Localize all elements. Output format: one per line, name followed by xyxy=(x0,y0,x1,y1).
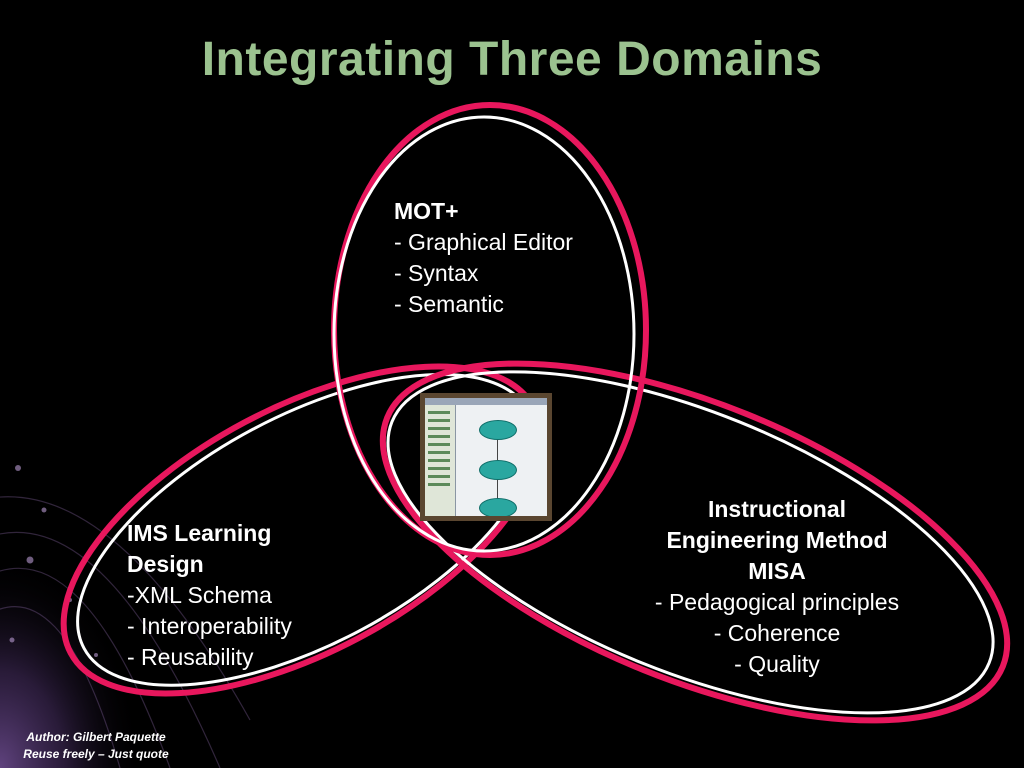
footer-license: Reuse freely – Just quote xyxy=(23,747,169,761)
mot-item: - Semantic xyxy=(394,291,504,317)
misa-ellipse xyxy=(379,360,1011,724)
misa-heading-line: Engineering Method xyxy=(666,527,888,553)
misa-item: - Pedagogical principles xyxy=(654,589,900,615)
misa-heading-line: MISA xyxy=(748,558,806,584)
editor-screenshot-thumbnail xyxy=(420,393,552,521)
editor-screen xyxy=(425,398,547,516)
diagram-node xyxy=(479,460,517,480)
mot-ellipse xyxy=(331,102,649,558)
slide-title: Integrating Three Domains xyxy=(201,33,823,86)
ims-text-block: IMS Learning Design -XML Schema - Intero… xyxy=(127,518,367,673)
slide-footer: Author: Gilbert Paquette Reuse freely – … xyxy=(6,729,186,763)
ims-item: - Reusability xyxy=(127,644,254,670)
misa-item: - Coherence xyxy=(713,620,841,646)
footer-author: Author: Gilbert Paquette xyxy=(26,730,166,744)
misa-text-block: Instructional Engineering Method MISA - … xyxy=(612,494,942,680)
mot-text-block: MOT+ - Graphical Editor - Syntax - Seman… xyxy=(394,196,624,320)
ims-heading-line: IMS Learning xyxy=(127,520,272,546)
ims-item: - Interoperability xyxy=(127,613,292,639)
diagram-node xyxy=(479,420,517,440)
misa-item: - Quality xyxy=(734,651,820,677)
ims-item: -XML Schema xyxy=(127,582,272,608)
diagram-node xyxy=(479,498,517,516)
ims-heading-line: Design xyxy=(127,551,204,577)
editor-toolbar xyxy=(425,398,547,405)
editor-tree-panel xyxy=(425,405,456,516)
mot-heading: MOT+ xyxy=(394,198,459,224)
mot-item: - Graphical Editor xyxy=(394,229,573,255)
mot-item: - Syntax xyxy=(394,260,479,286)
misa-heading-line: Instructional xyxy=(707,496,846,522)
